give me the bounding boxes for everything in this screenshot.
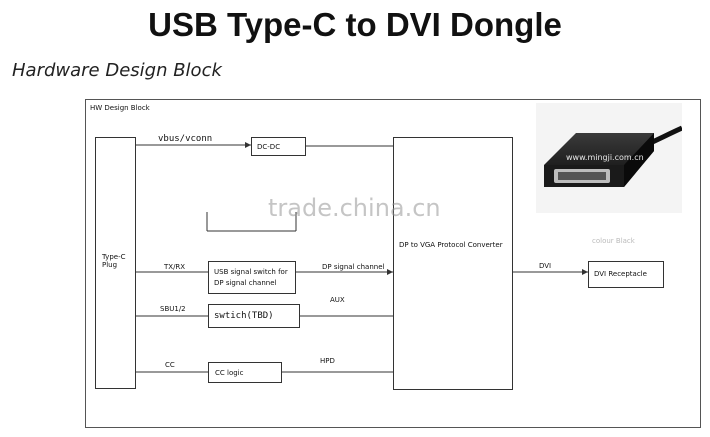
- switch-tbd-label: swtich(TBD): [214, 311, 274, 321]
- dongle-image: [544, 125, 682, 187]
- dcdc-label: DC-DC: [257, 143, 281, 151]
- usb-switch-label: USB signal switch for DP signal channel: [214, 268, 288, 287]
- switch-tbd-block: swtich(TBD): [208, 304, 300, 328]
- photo-caption: colour Black: [592, 237, 635, 245]
- hpd-label: HPD: [320, 357, 335, 365]
- cc-label: CC: [165, 361, 175, 369]
- watermark-text: trade.china.cn: [268, 194, 441, 222]
- dcdc-block: DC-DC: [251, 137, 306, 156]
- dvi-receptacle-label: DVI Receptacle: [594, 270, 647, 278]
- typec-plug-label: Type-C Plug: [102, 253, 126, 269]
- product-photo: www.mingji.com.cn: [536, 103, 682, 213]
- page-subtitle: Hardware Design Block: [12, 60, 222, 81]
- dp-vga-label: DP to VGA Protocol Converter: [399, 241, 503, 249]
- txrx-label: TX/RX: [164, 263, 186, 271]
- dp-channel-label: DP signal channel: [322, 263, 385, 271]
- dvi-label: DVI: [539, 262, 552, 270]
- diagram-frame: [85, 99, 701, 428]
- page-title: USB Type-C to DVI Dongle: [148, 6, 562, 43]
- dp-vga-converter-block: DP to VGA Protocol Converter: [393, 137, 513, 390]
- aux-label: AUX: [330, 296, 345, 304]
- vbus-label: vbus/vconn: [158, 134, 213, 144]
- dvi-receptacle-block: DVI Receptacle: [588, 261, 664, 288]
- photo-url-text: www.mingji.com.cn: [566, 153, 644, 162]
- cc-logic-block: CC logic: [208, 362, 282, 383]
- typec-plug-block: Type-C Plug: [95, 137, 136, 389]
- frame-label: HW Design Block: [90, 104, 150, 112]
- cc-logic-label: CC logic: [215, 369, 244, 377]
- sbu-label: SBU1/2: [160, 305, 186, 313]
- usb-switch-block: USB signal switch for DP signal channel: [208, 261, 296, 294]
